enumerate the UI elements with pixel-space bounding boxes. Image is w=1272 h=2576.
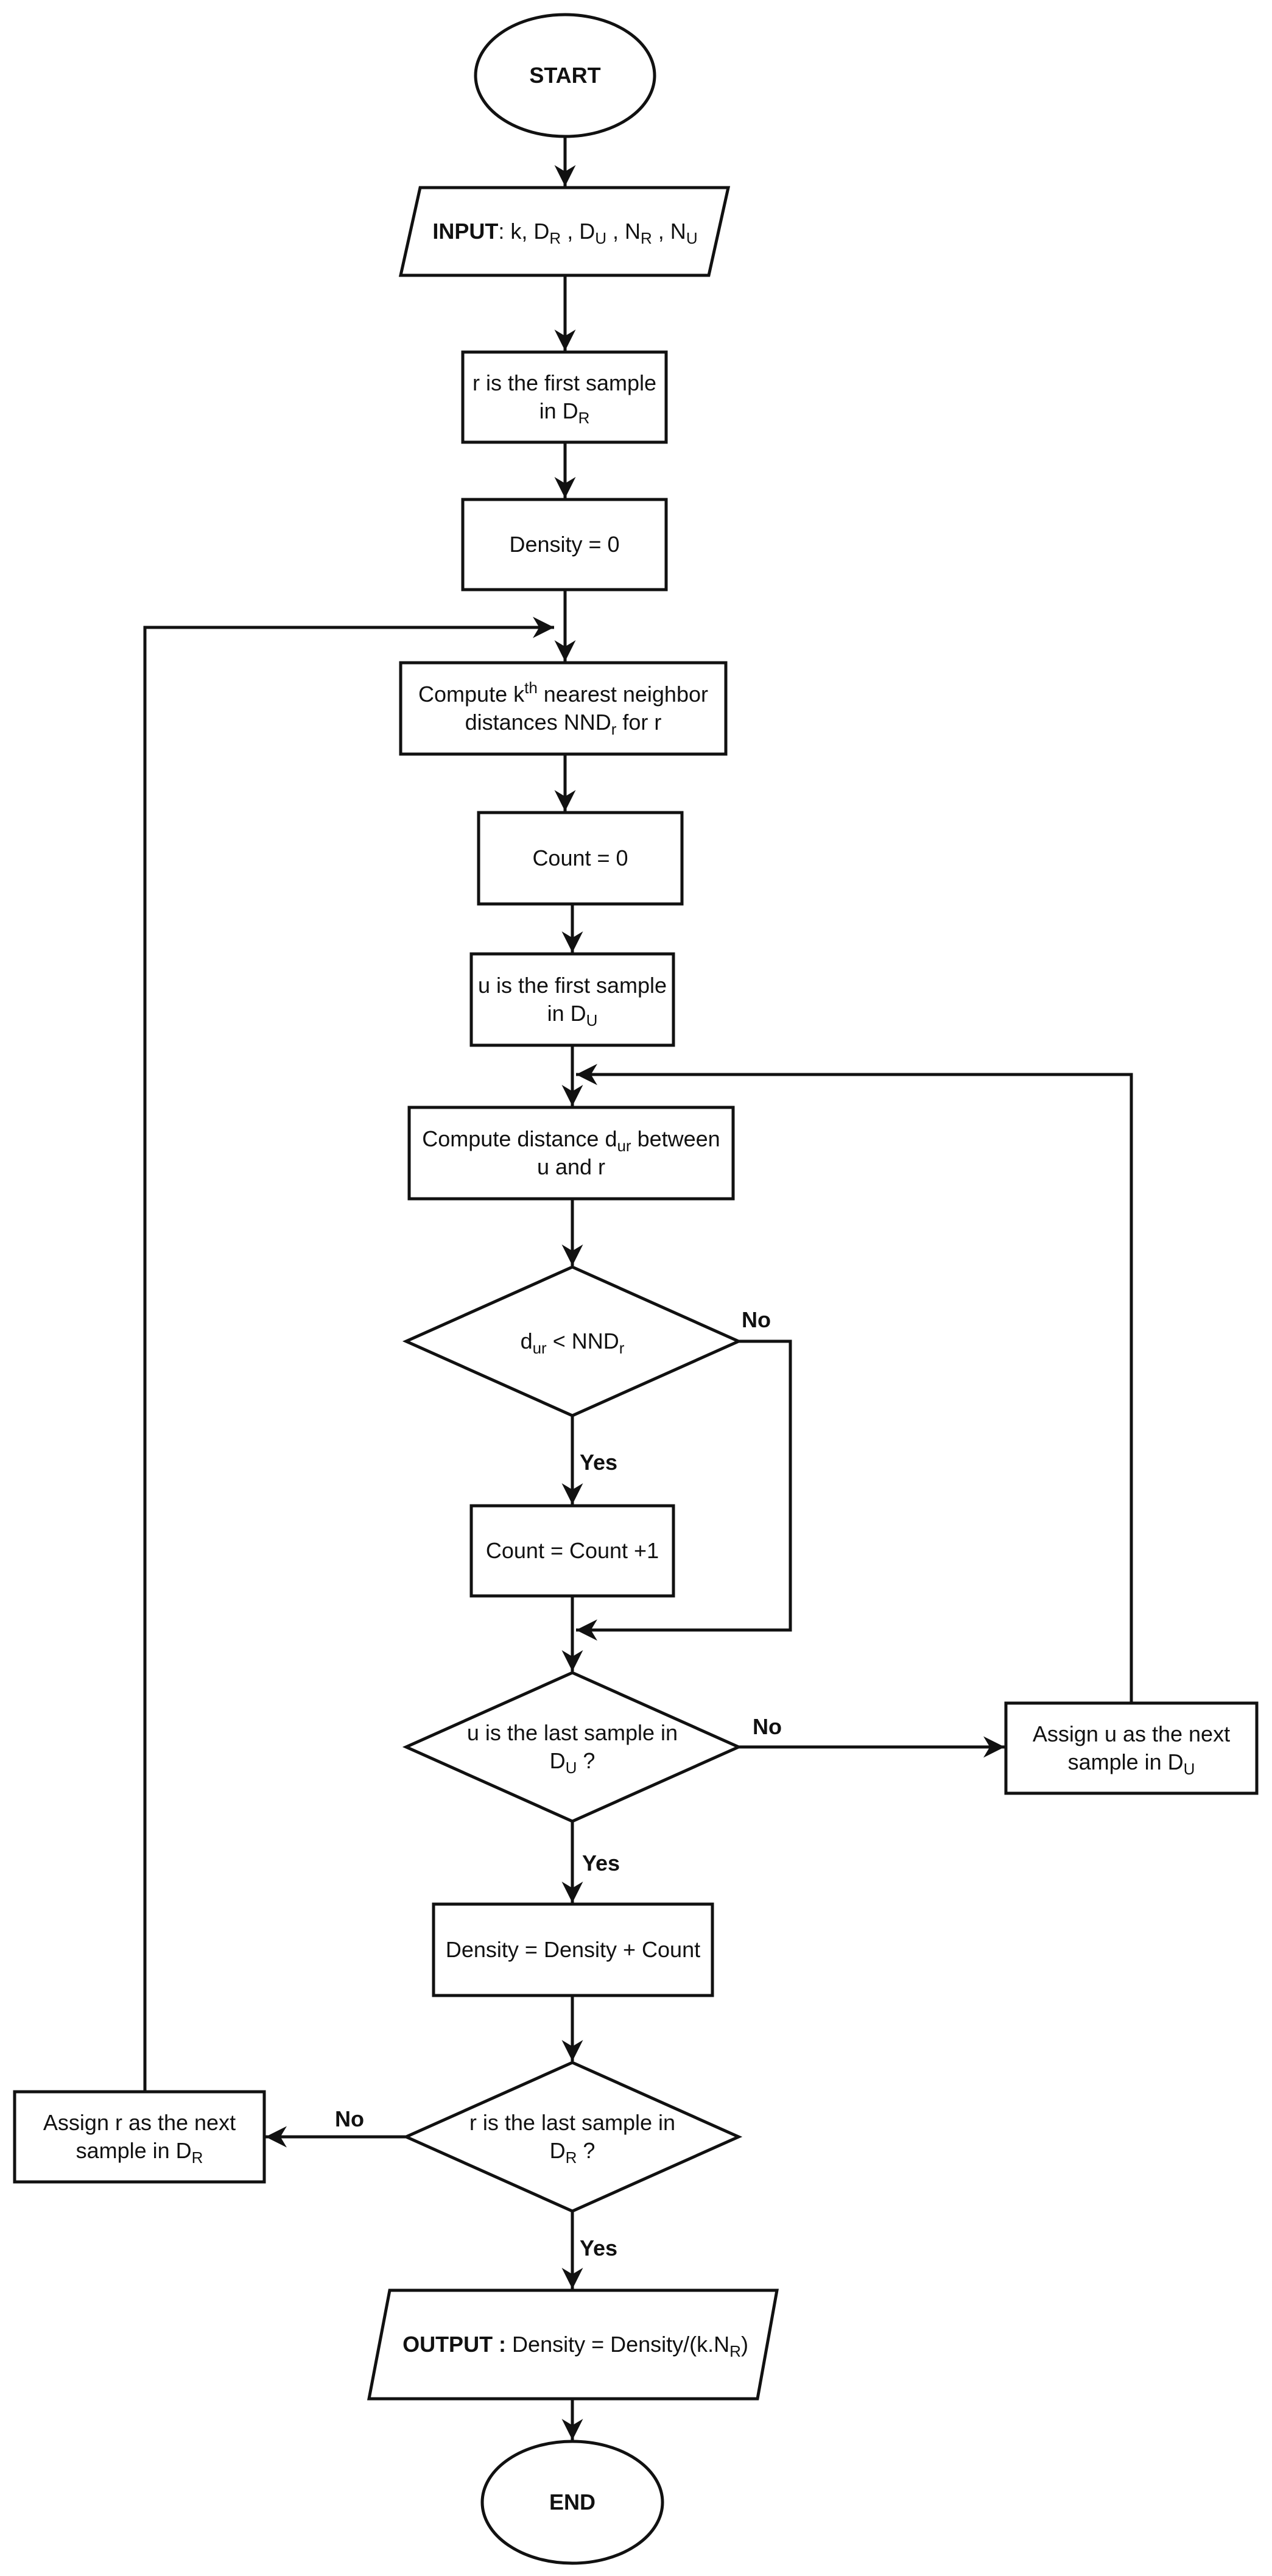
density-init-shape [461, 498, 668, 591]
output-shape [367, 2288, 779, 2401]
decision-r-last-label: r is the last sample in DR ? [469, 2109, 676, 2167]
edge-decision-no [576, 1339, 792, 1641]
input-label: INPUT: k, DR , DU , NR , NU [432, 218, 698, 247]
count-inc-shape [469, 1504, 675, 1598]
input-shape [398, 186, 731, 277]
output-label: OUTPUT : Density = Density/(k.NR) [402, 2331, 748, 2360]
edge-label-dist-no: No [742, 1307, 771, 1332]
count-inc-label: Count = Count +1 [485, 1537, 659, 1563]
edge-assignu-loop [576, 1064, 1133, 1703]
compute-dist-label: Compute distance dur between u and r [422, 1126, 720, 1179]
assign-u-label: Assign u as the next sample in DU [1032, 1721, 1231, 1778]
edge-label-u-last-yes: Yes [582, 1851, 620, 1876]
r-first-label: r is the first sample in DR [472, 370, 657, 427]
edge-label-dist-yes: Yes [580, 1450, 618, 1475]
start-label: START [529, 62, 601, 88]
count-init-label: Count = 0 [532, 845, 628, 870]
edge-label-r-last-no: No [335, 2106, 364, 2131]
assign-r-shape [13, 2090, 266, 2184]
u-first-shape [469, 952, 675, 1047]
density-add-label: Density = Density + Count [445, 1936, 701, 1962]
decision-u-last-label: u is the last sample in DU ? [466, 1720, 678, 1777]
end-shape [480, 2440, 664, 2565]
end-label: END [549, 2489, 596, 2514]
decision-dist-label: dur < NNDr [520, 1328, 625, 1357]
edge-label-u-last-no: No [753, 1714, 782, 1739]
u-first-label: u is the first sample in DU [477, 972, 667, 1029]
edge-assignr-loop [143, 616, 554, 2092]
count-init-shape [477, 811, 684, 906]
assign-r-label: Assign r as the next sample in DR [43, 2109, 236, 2167]
density-init-label: Density = 0 [509, 531, 620, 557]
compute-knn-shape [399, 661, 728, 756]
density-add-shape [432, 1902, 714, 1997]
compute-dist-shape [407, 1106, 735, 1201]
compute-knn-label: Compute kth nearest neighbor distances N… [418, 678, 708, 738]
edge-label-r-last-yes: Yes [580, 2235, 618, 2260]
